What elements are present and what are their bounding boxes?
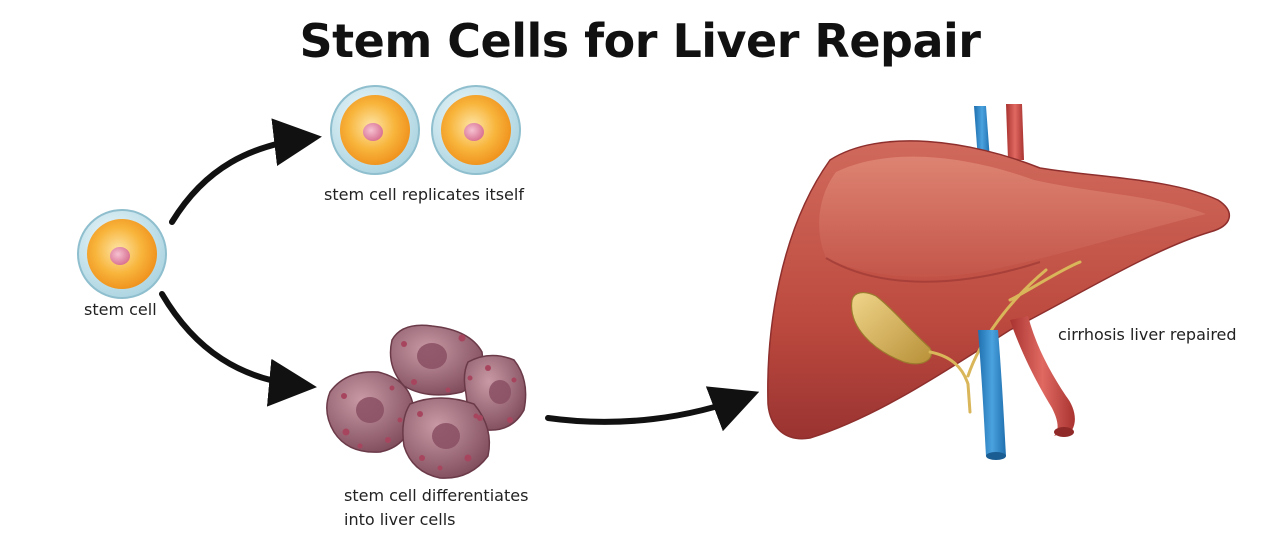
bile-duct (928, 260, 1082, 414)
liver-cell-nuclei (356, 343, 511, 449)
hepatic-artery (1006, 104, 1024, 160)
liver-cell-dots (341, 334, 517, 471)
liver-illustration (767, 140, 1230, 440)
arrow-to-differentiation (159, 291, 317, 407)
label-replicates: stem cell replicates itself (324, 185, 524, 204)
portal-vein-end (986, 452, 1006, 460)
label-differentiates-line2: into liver cells (344, 510, 456, 529)
stem-cell-illustration (77, 209, 167, 299)
replicated-cell-1 (330, 85, 420, 175)
gallbladder (851, 291, 933, 365)
portal-vein (978, 330, 1006, 456)
artery-lower (1010, 316, 1075, 436)
label-stem-cell: stem cell (84, 300, 157, 319)
artery-end (1054, 427, 1074, 437)
label-differentiates-line1: stem cell differentiates (344, 486, 529, 505)
arrow-to-replication (169, 118, 322, 225)
arrow-to-liver (545, 386, 760, 432)
hepatic-vein (974, 106, 990, 160)
label-liver-repaired: cirrhosis liver repaired (1058, 325, 1237, 344)
replicated-cell-2 (431, 85, 521, 175)
label-differentiates: stem cell differentiates into liver cell… (344, 484, 528, 532)
diagram-title: Stem Cells for Liver Repair (299, 14, 981, 68)
